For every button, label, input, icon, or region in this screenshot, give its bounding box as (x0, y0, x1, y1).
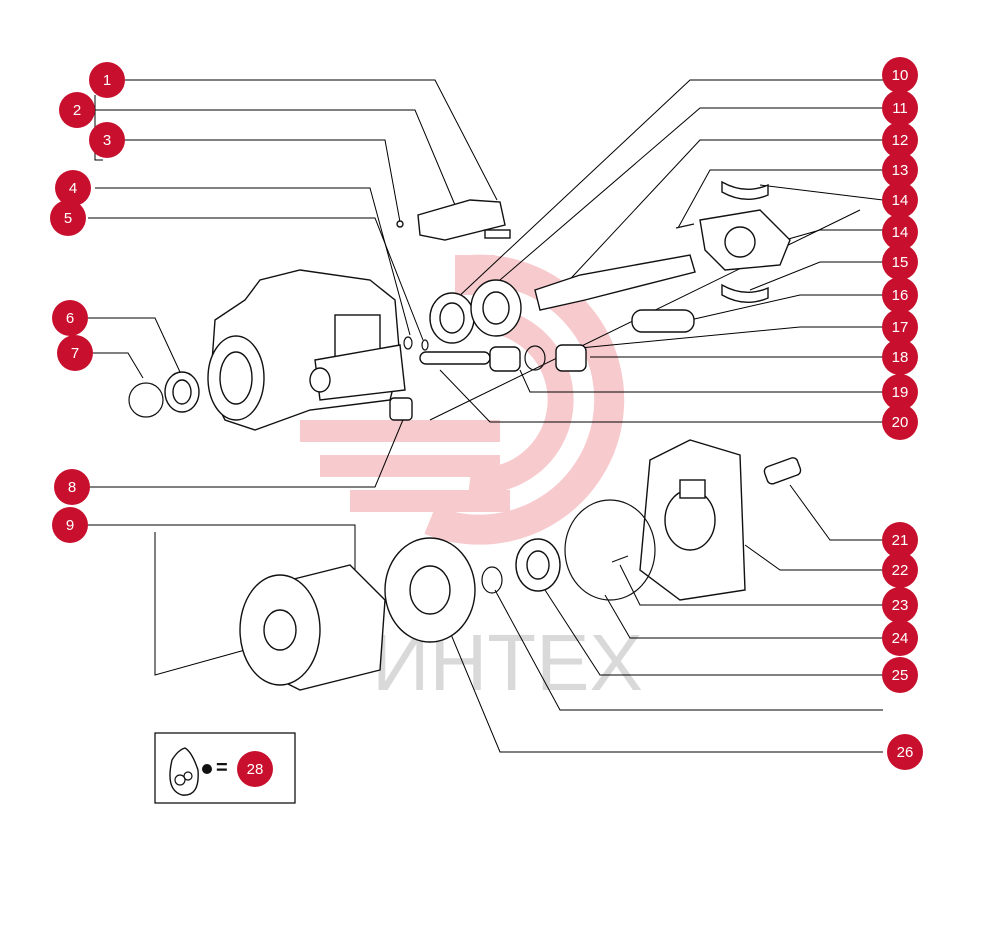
callout-badge: 24 (882, 620, 918, 656)
callout-badge: 22 (882, 552, 918, 588)
valve-plate (384, 537, 476, 643)
control-valve (396, 199, 511, 241)
end-cover (639, 439, 746, 601)
callout-badge: 5 (50, 200, 86, 236)
legend-equals: = (216, 757, 228, 779)
callout-badge: 11 (882, 90, 918, 126)
spring (631, 309, 695, 333)
legend-badge: 28 (237, 751, 273, 787)
pump-housing (207, 269, 406, 431)
callout-badge: 23 (882, 587, 918, 623)
callout-badge: 10 (882, 57, 918, 93)
callout-badge: 3 (89, 122, 125, 158)
callout-badge: 14 (882, 214, 918, 250)
callout-badge: 2 (59, 92, 95, 128)
callout-badge: 1 (89, 62, 125, 98)
piston-parts (419, 344, 587, 372)
end-screw (763, 457, 802, 485)
cylinder-block (239, 564, 386, 691)
callout-badge: 8 (54, 469, 90, 505)
callout-badge: 26 (887, 734, 923, 770)
o-ring (403, 336, 413, 350)
shaft-seal (164, 371, 200, 413)
callout-badge: 6 (52, 300, 88, 336)
callout-badge: 25 (882, 657, 918, 693)
o-ring (421, 339, 429, 351)
rear-bearing (515, 538, 561, 592)
bearing (429, 279, 522, 344)
callout-badge: 20 (882, 404, 918, 440)
bag-of-seals-icon (169, 747, 199, 796)
dowel-pin (611, 555, 629, 563)
callout-badge: 7 (57, 335, 93, 371)
drive-shaft (534, 254, 696, 311)
swash-plate (675, 180, 791, 303)
callout-badge: 14 (882, 182, 918, 218)
callout-badge: 9 (52, 507, 88, 543)
callout-badge: 16 (882, 277, 918, 313)
washer (481, 566, 503, 594)
watermark-logo (300, 254, 625, 545)
callout-badge: 18 (882, 339, 918, 375)
leader-lines (88, 79, 884, 753)
callout-badge: 15 (882, 244, 918, 280)
large-o-ring (564, 499, 656, 601)
screw (389, 397, 413, 421)
legend-dot (202, 764, 212, 774)
circlip (128, 382, 164, 418)
